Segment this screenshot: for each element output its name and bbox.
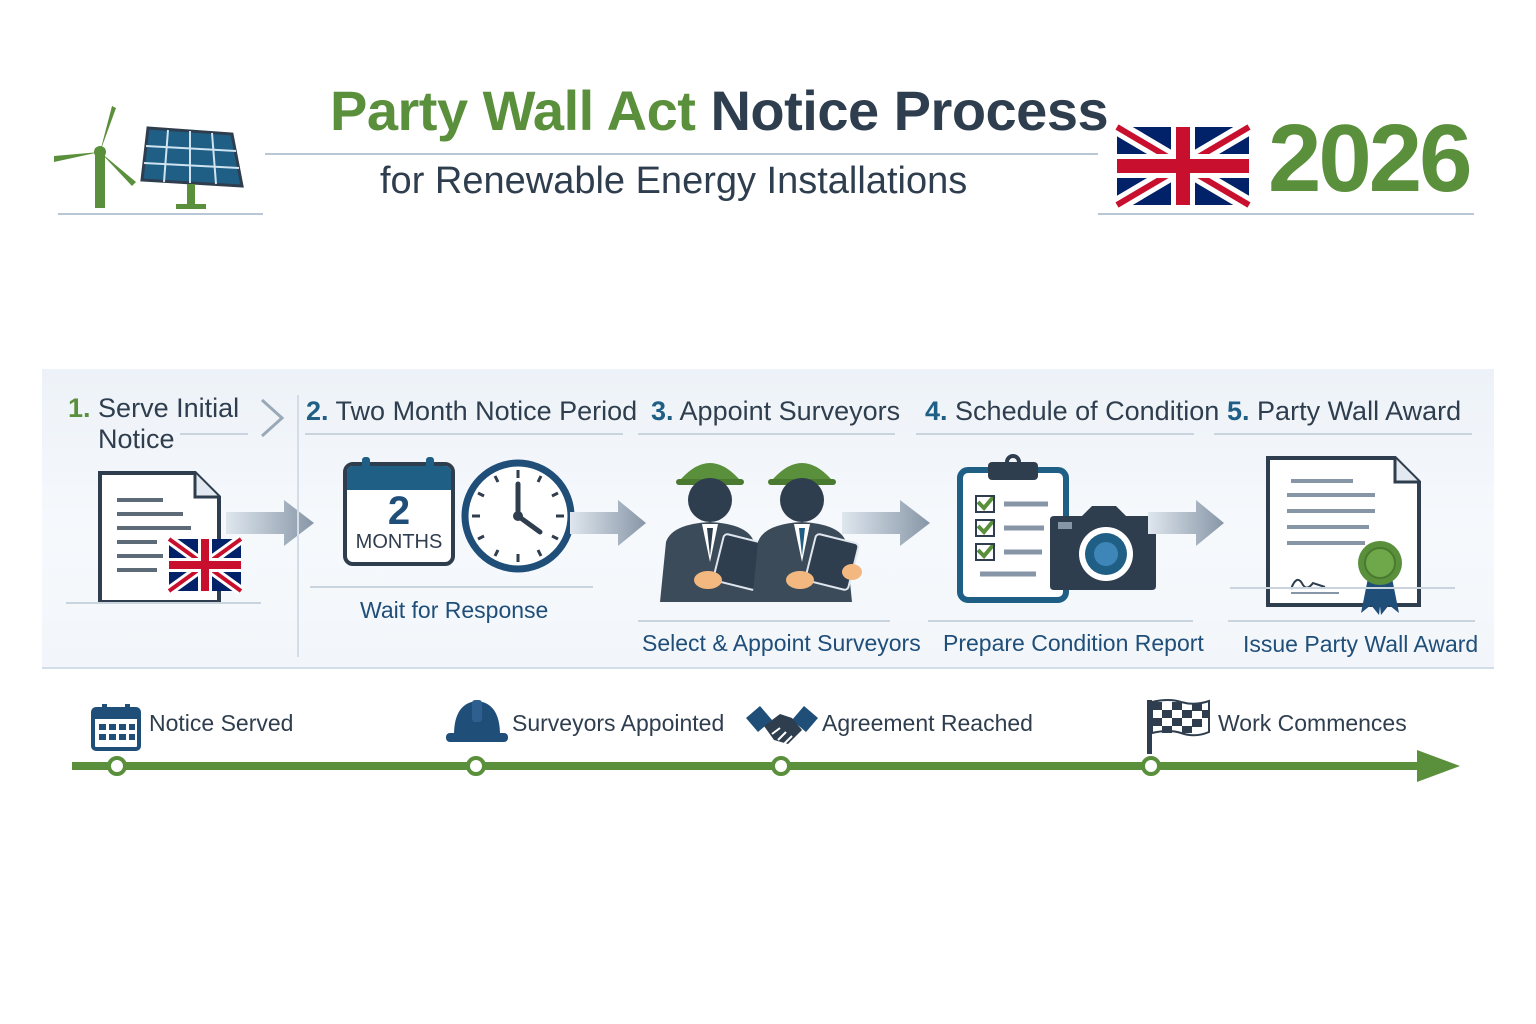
- step-1-number: 1.: [68, 393, 91, 423]
- step-5-underline: [1214, 433, 1472, 435]
- step-3-base-line: [638, 620, 890, 622]
- timeline-arrow: [72, 750, 1460, 782]
- step-1-base-line: [66, 602, 261, 604]
- step-5-title: 5. Party Wall Award: [1227, 396, 1461, 427]
- solar-panel-icon: [140, 126, 244, 209]
- step-3-caption: Select & Appoint Surveyors: [642, 630, 921, 656]
- step-4-title-text: Schedule of Condition: [955, 396, 1220, 426]
- uk-flag-small-icon: [166, 534, 244, 596]
- step-2-title-text: Two Month Notice Period: [335, 396, 638, 426]
- header-left-rule: [58, 213, 263, 215]
- title-divider: [265, 153, 1098, 155]
- step-1-title: 1. Serve Initial Notice: [68, 393, 239, 455]
- step-1-title-line2: Notice: [98, 424, 175, 454]
- step-5-caption: Issue Party Wall Award: [1243, 631, 1479, 657]
- step-5-base-line: [1230, 587, 1455, 589]
- timeline-label-notice-served: Notice Served: [149, 710, 294, 736]
- timeline-label-work-commences: Work Commences: [1218, 710, 1407, 736]
- clipboard-checklist-icon: [957, 454, 1069, 603]
- arrow-right-icon: [842, 500, 930, 546]
- header-right-rule: [1098, 213, 1474, 215]
- step-1-2-separator: [297, 395, 299, 657]
- step-2-caption: Wait for Response: [360, 597, 549, 623]
- calendar-icon: [91, 704, 141, 751]
- calendar-icon: 2 MONTHS: [343, 462, 455, 566]
- year-label: 2026: [1268, 105, 1473, 212]
- arrow-right-icon: [1148, 500, 1224, 546]
- camera-icon: [1050, 506, 1156, 590]
- page-subtitle: for Renewable Energy Installations: [380, 160, 968, 202]
- step-3-title-text: Appoint Surveyors: [679, 396, 901, 426]
- step-5-number: 5.: [1227, 396, 1250, 426]
- step-2-number: 2.: [306, 396, 329, 426]
- step-3-title: 3. Appoint Surveyors: [651, 396, 900, 427]
- uk-flag-icon: [1112, 120, 1254, 212]
- step-5-title-text: Party Wall Award: [1257, 396, 1462, 426]
- step-2-title: 2. Two Month Notice Period: [306, 396, 637, 427]
- step-5-caption-line: [1228, 620, 1475, 622]
- clock-icon: [461, 459, 575, 573]
- step-2-underline: [305, 433, 623, 435]
- arrow-right-icon: [570, 500, 646, 546]
- handshake-icon: [746, 706, 818, 745]
- step-1-underline: [180, 433, 248, 435]
- step-3-underline: [638, 433, 895, 435]
- timeline-label-surveyors-appointed: Surveyors Appointed: [512, 710, 725, 736]
- title-dark-part: Notice Process: [710, 79, 1109, 142]
- calendar-number: 2: [387, 489, 411, 533]
- step-4-underline: [916, 433, 1194, 435]
- calendar-ring-right: [426, 457, 434, 475]
- process-band-bottom-line: [42, 667, 1494, 669]
- arrow-right-icon: [226, 500, 314, 546]
- page-title: Party Wall Act Notice Process: [330, 78, 1109, 143]
- timeline-label-agreement-reached: Agreement Reached: [822, 710, 1033, 736]
- chevron-right-icon: [260, 398, 285, 438]
- step-2-base-line: [310, 586, 593, 588]
- hard-hat-icon: [446, 700, 508, 742]
- step-3-number: 3.: [651, 396, 674, 426]
- step-4-caption: Prepare Condition Report: [943, 630, 1204, 656]
- checkered-flag-icon: [1147, 699, 1210, 754]
- wind-turbine-icon: [54, 106, 136, 208]
- step-4-number: 4.: [925, 396, 948, 426]
- award-certificate-icon: [1266, 456, 1421, 615]
- calendar-ring-left: [362, 457, 370, 475]
- title-green-part: Party Wall Act: [330, 79, 696, 142]
- step-4-base-line: [928, 620, 1193, 622]
- step-1-title-line1: Serve Initial: [98, 393, 240, 423]
- surveyors-icon: [660, 463, 862, 602]
- calendar-unit: MONTHS: [355, 531, 443, 553]
- step-4-title: 4. Schedule of Condition: [925, 396, 1219, 427]
